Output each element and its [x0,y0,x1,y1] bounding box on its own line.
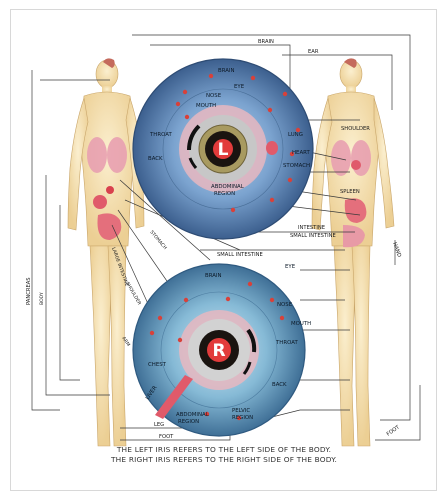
right-label-abdominal: ABDOMINAL [176,412,209,418]
right-label-brain: BRAIN [205,273,222,279]
left-label-mouth: MOUTH [196,103,216,109]
left-label-heart: HEART [292,150,310,156]
right-iris-letter: R [212,341,225,361]
caption-line-2: THE RIGHT IRIS REFERS TO THE RIGHT SIDE … [110,455,337,464]
right-label-chest: CHEST [148,362,167,368]
label-stomach-right: STOMACH [148,229,167,250]
right-label-nose: NOSE [277,302,293,308]
label-spleen: SPLEEN [340,189,360,195]
label-shoulder-left-iris: SHOULDER [341,126,370,132]
label-small-intestine-left: SMALL INTESTINE [290,233,336,239]
right-label-pelvic: PELVIC [232,408,250,414]
right-label-eye: EYE [285,264,296,270]
label-body: BODY [39,292,45,305]
left-label-nose: NOSE [206,93,222,99]
label-small-intestine-right: SMALL INTESTINE [217,252,263,258]
left-label-eye: EYE [234,84,245,90]
left-label-abdominal: ABDOMINAL [211,184,244,190]
right-iris: R BRAIN EYE NOSE MOUTH THROAT BACK CHEST… [133,264,311,436]
left-label-stomach: STOMACH [283,163,310,169]
right-body-figure [312,58,394,446]
label-ear-top: EAR [308,49,319,55]
label-leg: LEG [154,422,164,428]
label-hand-right: HAND [391,242,402,258]
left-label-brain: BRAIN [218,68,235,74]
label-foot-bottom: FOOT [159,434,174,440]
label-foot-right: FOOT [386,424,402,438]
left-label-back: BACK [148,156,163,162]
right-label-region: REGION [178,419,199,425]
right-label-mouth: MOUTH [291,321,311,327]
label-intestine: INTESTINE [298,225,325,231]
left-label-throat: THROAT [149,132,173,138]
left-iris-letter: L [218,140,229,160]
left-iris: L BRAIN EYE NOSE MOUTH THROAT BACK ABDOM… [133,59,313,239]
left-body-figure [68,58,144,446]
right-label-pelvic-region: REGION [232,415,253,421]
right-label-throat: THROAT [275,340,299,346]
right-label-back: BACK [272,382,287,388]
label-brain-top: BRAIN [258,39,274,45]
label-pancreas: PANCREAS [26,277,32,305]
left-label-lung: LUNG [288,132,303,138]
left-label-region: REGION [214,191,235,197]
label-shoulder-right-iris: SHOULDER [124,281,142,307]
caption-line-1: THE LEFT IRIS REFERS TO THE LEFT SIDE OF… [116,445,331,454]
